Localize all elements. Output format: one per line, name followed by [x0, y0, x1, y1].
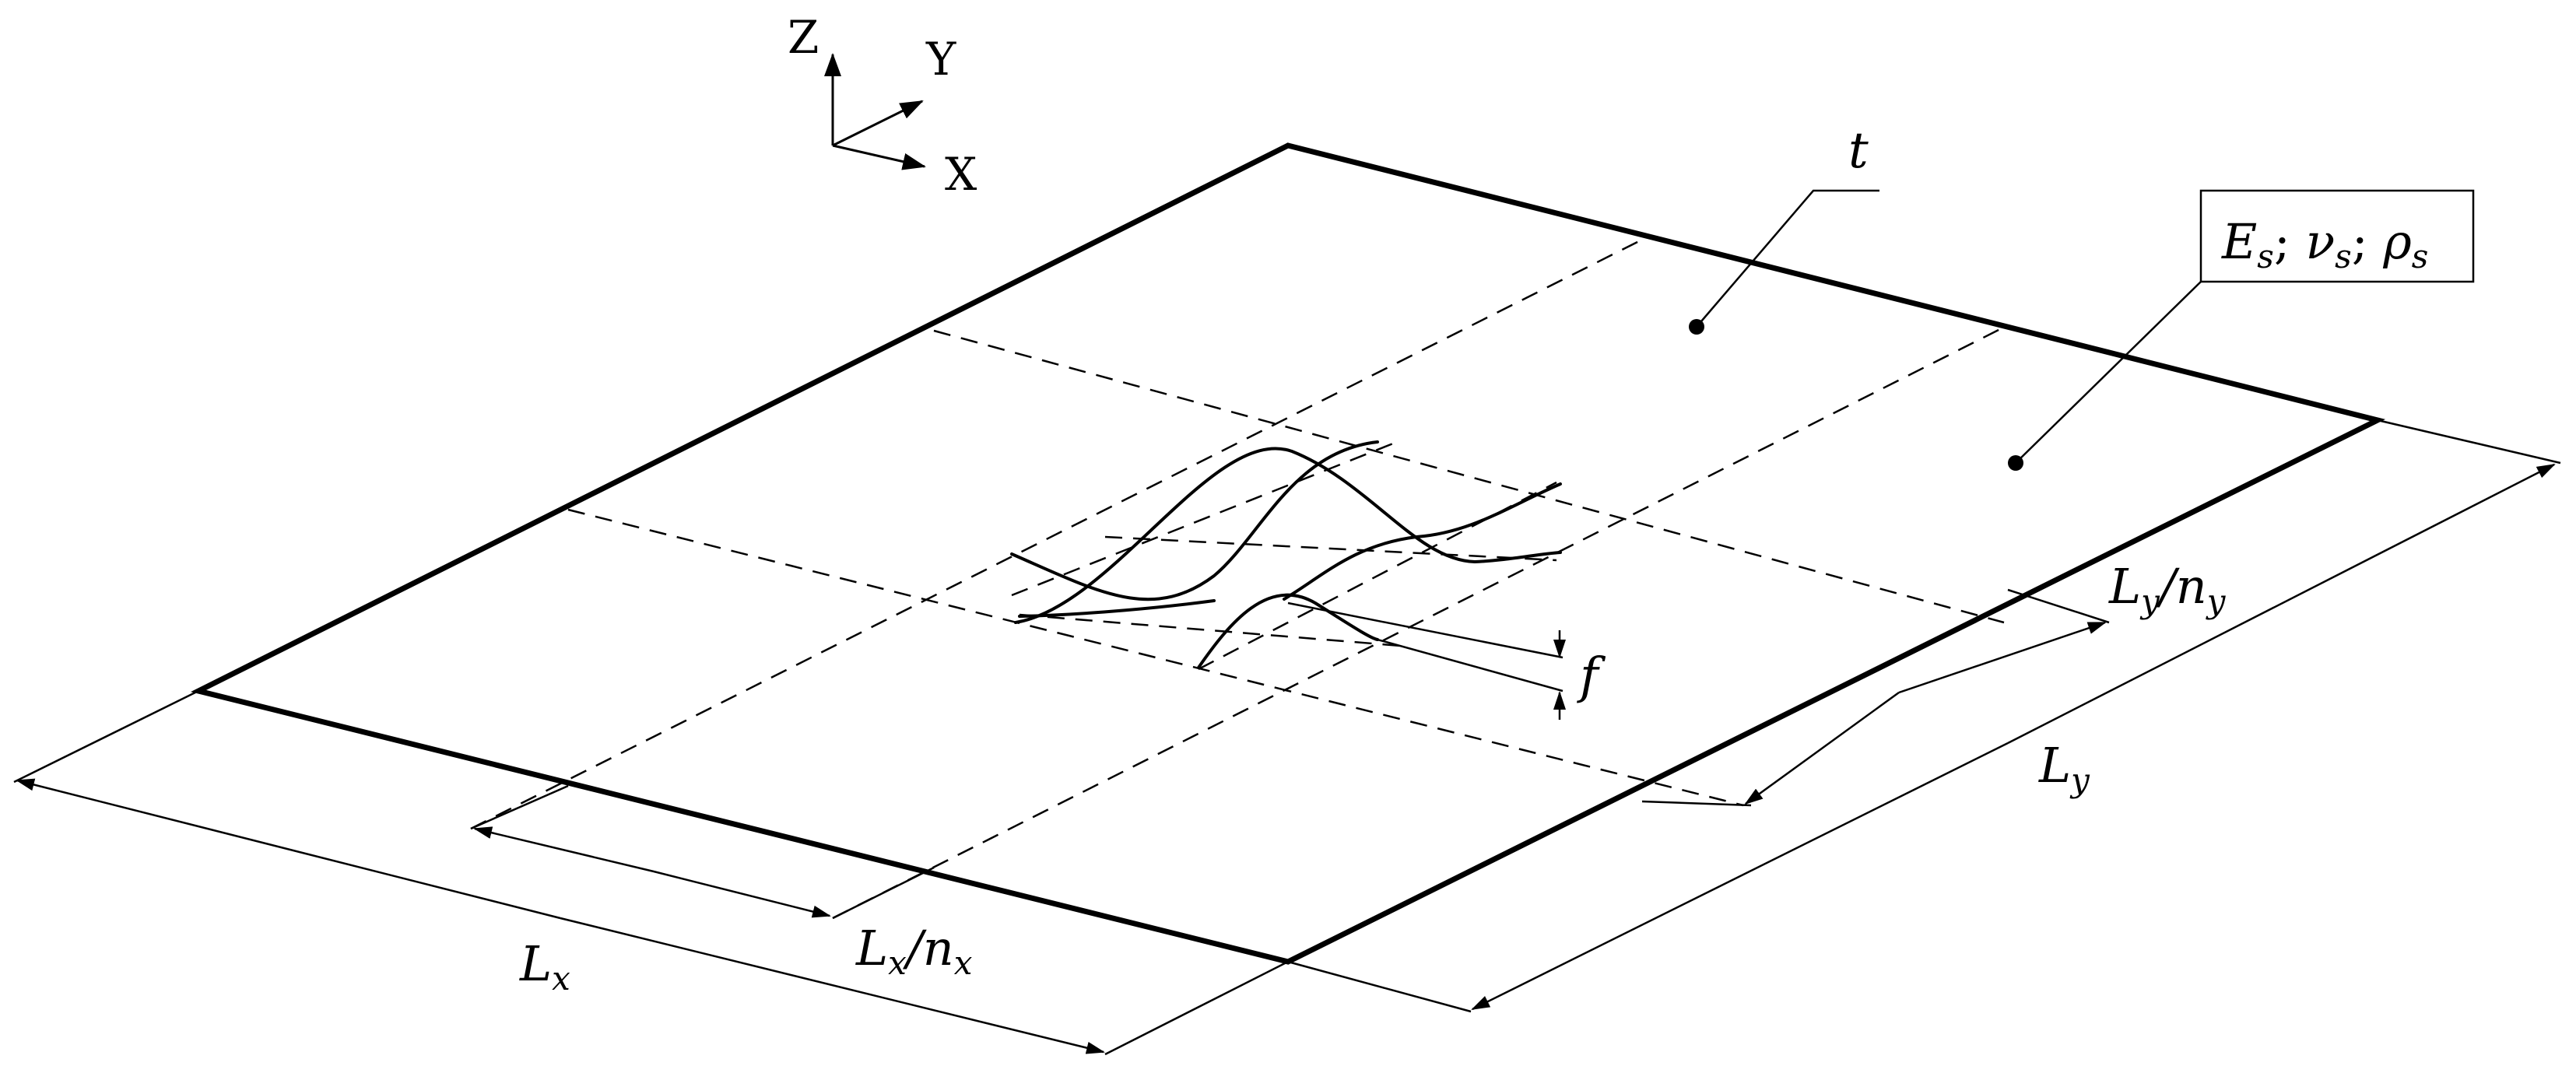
- wave-curve-1: [1010, 440, 1379, 601]
- ly-arrow-a: [2007, 463, 2556, 745]
- lx-arrow-a: [16, 778, 561, 920]
- lx-over-nx-arrow-b: [653, 870, 831, 918]
- lx-over-nx-arrow-a: [473, 826, 655, 873]
- grid-line-inner-c: [1104, 535, 1557, 562]
- lx-arrow-b: [560, 917, 1105, 1054]
- amplitude-label: f: [1577, 647, 1606, 705]
- ly-dimension: [1287, 419, 2561, 1013]
- wave-curve-3: [1197, 593, 1379, 669]
- y-axis-label: Y: [925, 33, 956, 86]
- grid-lines: [470, 238, 2009, 920]
- lx-dimension: [13, 689, 1289, 1056]
- grid-line-y1: [470, 238, 1643, 830]
- ly-over-ny-arrow-a: [1898, 621, 2107, 694]
- coordinate-axes: [824, 53, 926, 170]
- material-leader-dot: [2008, 455, 2023, 471]
- lx-over-nx-dimension: [470, 784, 935, 920]
- lx-over-nx-label: Lx/nx: [855, 920, 973, 982]
- thickness-leader-dot: [1689, 319, 1704, 335]
- grid-line-x2: [567, 508, 1744, 807]
- wave-curve-5: [1473, 551, 1562, 563]
- material-box: [2199, 189, 2475, 283]
- thickness-label: t: [1848, 122, 1869, 180]
- grid-line-y2: [832, 324, 2009, 920]
- ly-over-ny-dimension: [1641, 588, 2110, 807]
- material-properties-label: Es; νs; ρs: [2221, 213, 2428, 275]
- amplitude-dimension: [1287, 601, 1566, 720]
- y-axis-arrow: [832, 100, 924, 147]
- x-axis-label: X: [945, 148, 977, 201]
- x-axis-arrow: [832, 144, 926, 170]
- ly-over-ny-label: Ly/ny: [2108, 558, 2227, 620]
- ly-over-ny-arrow-b: [1744, 691, 1900, 805]
- wave-curve-6: [1018, 599, 1216, 618]
- ly-label: Ly: [2038, 737, 2090, 799]
- lx-label: Lx: [519, 935, 570, 998]
- wave-curve-2: [1014, 447, 1476, 624]
- plate-outline: [190, 142, 2386, 965]
- grid-line-inner-a: [1011, 442, 1394, 597]
- wave-curve-4: [1283, 482, 1562, 601]
- grid-line-inner-d: [1019, 613, 1402, 647]
- ly-arrow-b: [1471, 742, 2009, 1011]
- z-axis-label: Z: [788, 11, 819, 64]
- grid-line-x1: [933, 329, 2005, 624]
- thickness-leader: [1696, 189, 1879, 328]
- material-leader: [2015, 279, 2203, 464]
- imperfection-waves: [1010, 440, 1562, 669]
